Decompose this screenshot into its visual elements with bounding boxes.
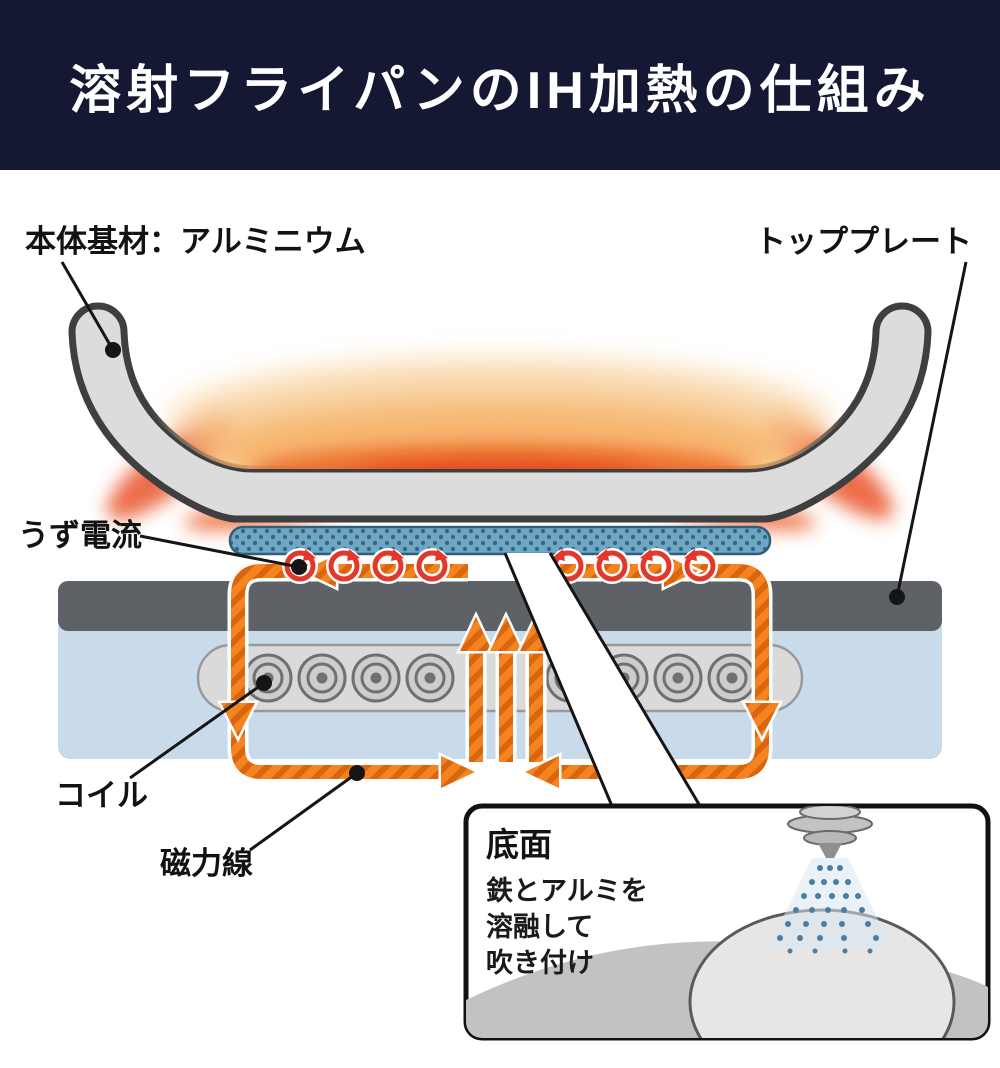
inset-box: 底面 鉄とアルミを 溶融して 吹き付け [463,803,991,1041]
label-top-plate: トッププレート [755,224,972,259]
coil-winding [351,653,401,703]
label-body-material: 本体基材：アルミニウム [25,224,366,259]
label-pointers [60,261,968,852]
coating-callout-wedge [503,552,702,807]
inset-title: 底面 [486,826,552,863]
diagram-labels: 本体基材：アルミニウム トッププレート うず電流 コイル 磁力線 [18,224,972,881]
label-magnetic-lines: 磁力線 [160,846,253,881]
inset-line-2: 溶融して [486,911,593,942]
inset-line-3: 吹き付け [486,948,594,978]
coil-winding [653,653,703,703]
pan-body [68,302,932,523]
spray-nozzle-icon [787,806,873,858]
eddy-arrow-ticks [303,549,697,561]
label-coil: コイル [55,778,148,813]
spray-cone [768,858,892,948]
coil-winding [707,653,757,703]
sprayed-layer [228,525,772,556]
inset-line-1: 鉄とアルミを [486,875,648,906]
spray-dots [777,865,879,954]
top-plate [58,581,942,631]
label-eddy-current: うず電流 [18,518,142,553]
magnetic-field-lines [216,551,784,792]
page-title: 溶射フライパンのIH加熱の仕組み [69,61,931,120]
coil-winding [405,653,455,703]
inset-text: 底面 鉄とアルミを 溶融して 吹き付け [486,826,648,978]
eddy-currents [282,548,718,584]
inner-heat-glow [170,360,830,469]
title-bar: 溶射フライパンのIH加熱の仕組み [0,0,1000,170]
coil-winding [297,653,347,703]
